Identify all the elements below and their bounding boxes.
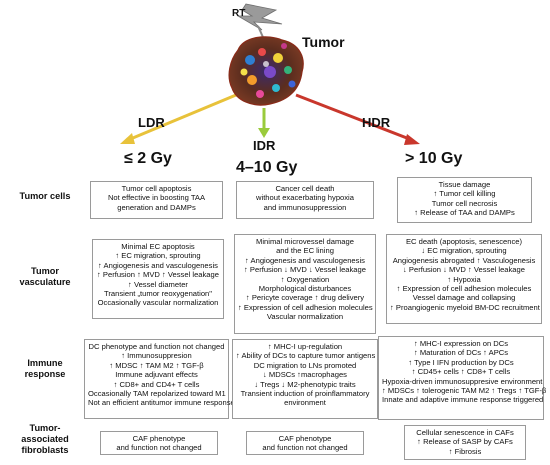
idr-label: IDR (253, 138, 276, 153)
ldr-vasculature-box: Minimal EC apoptosis↑ EC migration, spro… (92, 239, 224, 319)
ldr-dose: ≤ 2 Gy (124, 150, 172, 167)
hdr-dose: > 10 Gy (405, 150, 463, 167)
ldr-label: LDR (138, 115, 165, 130)
hdr-immune-box: ↑ MHC-I expression on DCs↑ Maturation of… (378, 336, 546, 420)
rt-label: RT (232, 8, 246, 19)
idr-immune-box: ↑ MHC-I up-regulation↑ Ability of DCs to… (232, 339, 378, 419)
ldr-immune-box: DC phenotype and function not changed↑ I… (84, 339, 235, 419)
ldr-arrow (120, 93, 237, 144)
tumor-illustration (228, 36, 304, 106)
hdr-label: HDR (362, 115, 391, 130)
tumor-label: Tumor (302, 34, 345, 50)
hdr-vasculature-box: EC death (apoptosis, senescence)↓ EC mig… (386, 234, 542, 324)
hdr-fibroblasts-box: Cellular senescence in CAFs↑ Release of … (404, 425, 526, 460)
idr-dose: 4–10 Gy (236, 159, 298, 176)
idr-arrow (258, 108, 270, 138)
hdr-arrow (295, 93, 420, 145)
row-label-tumor-cells: Tumor cells (19, 191, 71, 201)
